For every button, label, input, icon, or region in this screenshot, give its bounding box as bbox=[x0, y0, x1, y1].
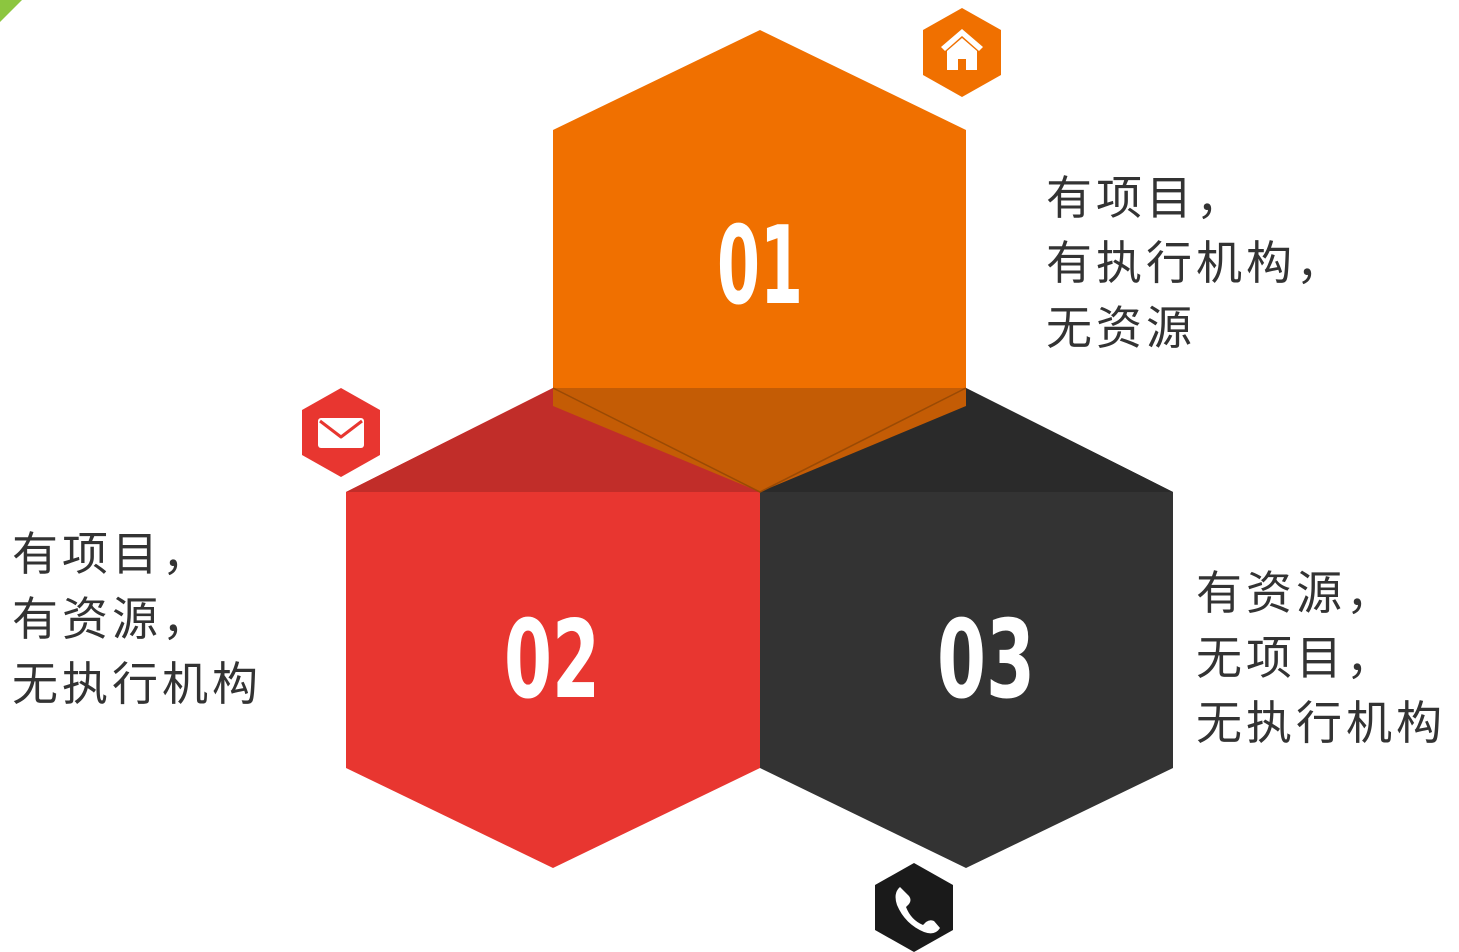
caption-03-line-3: 无执行机构 bbox=[1196, 696, 1446, 750]
caption-02: 有项目， 有资源， 无执行机构 bbox=[12, 522, 262, 717]
caption-01-line-1: 有项目， bbox=[1046, 171, 1246, 225]
overlap-edge-line bbox=[552, 387, 967, 493]
caption-02-line-2: 有资源， bbox=[12, 592, 212, 646]
caption-03: 有资源， 无项目， 无执行机构 bbox=[1196, 561, 1446, 756]
corner-accent bbox=[0, 0, 22, 22]
caption-02-line-1: 有项目， bbox=[12, 527, 212, 581]
caption-03-line-1: 有资源， bbox=[1196, 566, 1396, 620]
hexagon-01-number: 01 bbox=[717, 204, 803, 329]
caption-03-line-2: 无项目， bbox=[1196, 631, 1396, 685]
overlap-dark-right bbox=[760, 388, 1173, 492]
hexagon-03-number: 03 bbox=[937, 598, 1035, 723]
hexagon-02 bbox=[346, 388, 760, 868]
hexagon-01 bbox=[553, 30, 966, 492]
caption-01-line-2: 有执行机构， bbox=[1046, 236, 1346, 290]
hexagon-02-number: 02 bbox=[504, 598, 600, 723]
envelope-icon bbox=[302, 388, 380, 477]
caption-01: 有项目， 有执行机构， 无资源 bbox=[1046, 166, 1346, 361]
overlap-center bbox=[553, 388, 966, 492]
caption-02-line-3: 无执行机构 bbox=[12, 657, 262, 711]
hexagon-03 bbox=[760, 388, 1173, 868]
home-icon bbox=[923, 8, 1001, 97]
overlap-red-left bbox=[346, 388, 760, 492]
caption-01-line-3: 无资源 bbox=[1046, 301, 1196, 355]
phone-icon bbox=[875, 863, 953, 952]
